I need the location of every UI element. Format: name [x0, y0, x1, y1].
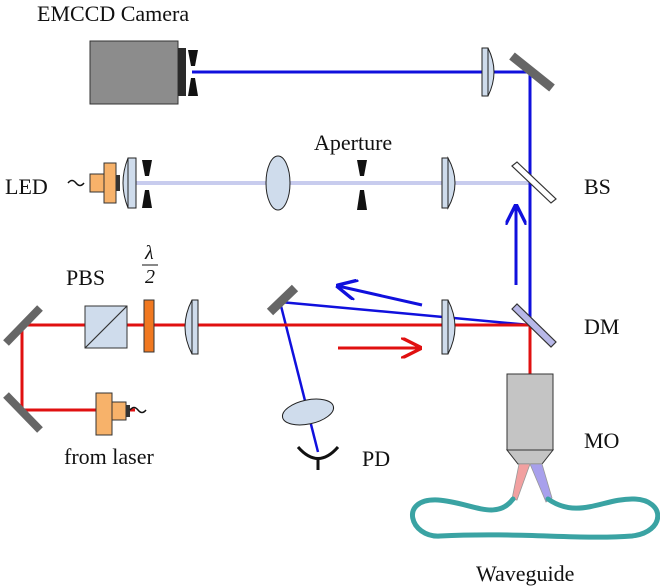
led-plano-lens: [441, 156, 456, 210]
half-wave-plate: [143, 299, 155, 353]
camera-iris-icon: [188, 50, 198, 96]
label-half-wave-num: λ: [144, 242, 154, 264]
pd-steering-mirror: [266, 284, 299, 316]
camera-mount: [178, 48, 186, 96]
label-emccd-camera: EMCCD Camera: [37, 1, 189, 26]
pd-focusing-lens: [281, 398, 335, 426]
red-focus-cone: [511, 463, 531, 501]
arrow-left-blue: [338, 286, 423, 307]
label-aperture: Aperture: [314, 130, 392, 155]
camera-body: [89, 40, 179, 105]
polarizing-beam-splitter: [84, 305, 128, 349]
led-biconvex-lens: [265, 155, 291, 211]
left-lower-mirror: [3, 392, 43, 433]
label-pbs: PBS: [66, 265, 105, 290]
laser-source: [95, 392, 147, 436]
waveguide-loop: [410, 496, 660, 540]
blue-beam-to-pd: [278, 301, 320, 453]
label-bs: BS: [584, 174, 611, 199]
dm-plano-lens: [441, 299, 456, 355]
led-iris-icon: [142, 160, 152, 208]
label-half-wave-den: 2: [145, 266, 155, 288]
label-waveguide: Waveguide: [476, 561, 574, 586]
label-pd: PD: [362, 446, 390, 471]
led-collimator-lens: [122, 157, 137, 209]
laser-wire-icon: [129, 406, 147, 414]
top-right-mirror: [509, 52, 555, 92]
emccd-camera: [89, 40, 198, 105]
label-from-laser: from laser: [64, 444, 154, 469]
label-dm: DM: [584, 314, 619, 339]
camera-lens: [487, 47, 495, 97]
blue-beam-to-mirror: [279, 300, 531, 327]
laser-plano-lens: [184, 299, 199, 355]
label-mo: MO: [584, 428, 619, 453]
photodiode-icon: [296, 445, 340, 470]
label-led: LED: [5, 174, 48, 199]
dichroic-mirror: [511, 303, 557, 348]
microscope-objective: [505, 373, 555, 465]
camera-lens-flat: [481, 47, 489, 97]
blue-focus-cone: [529, 463, 553, 503]
aperture-iris-icon: [357, 160, 367, 210]
led-wire-icon: [67, 179, 85, 187]
led-source: [67, 162, 120, 204]
beam-splitter: [511, 161, 557, 204]
left-upper-mirror: [3, 305, 43, 346]
